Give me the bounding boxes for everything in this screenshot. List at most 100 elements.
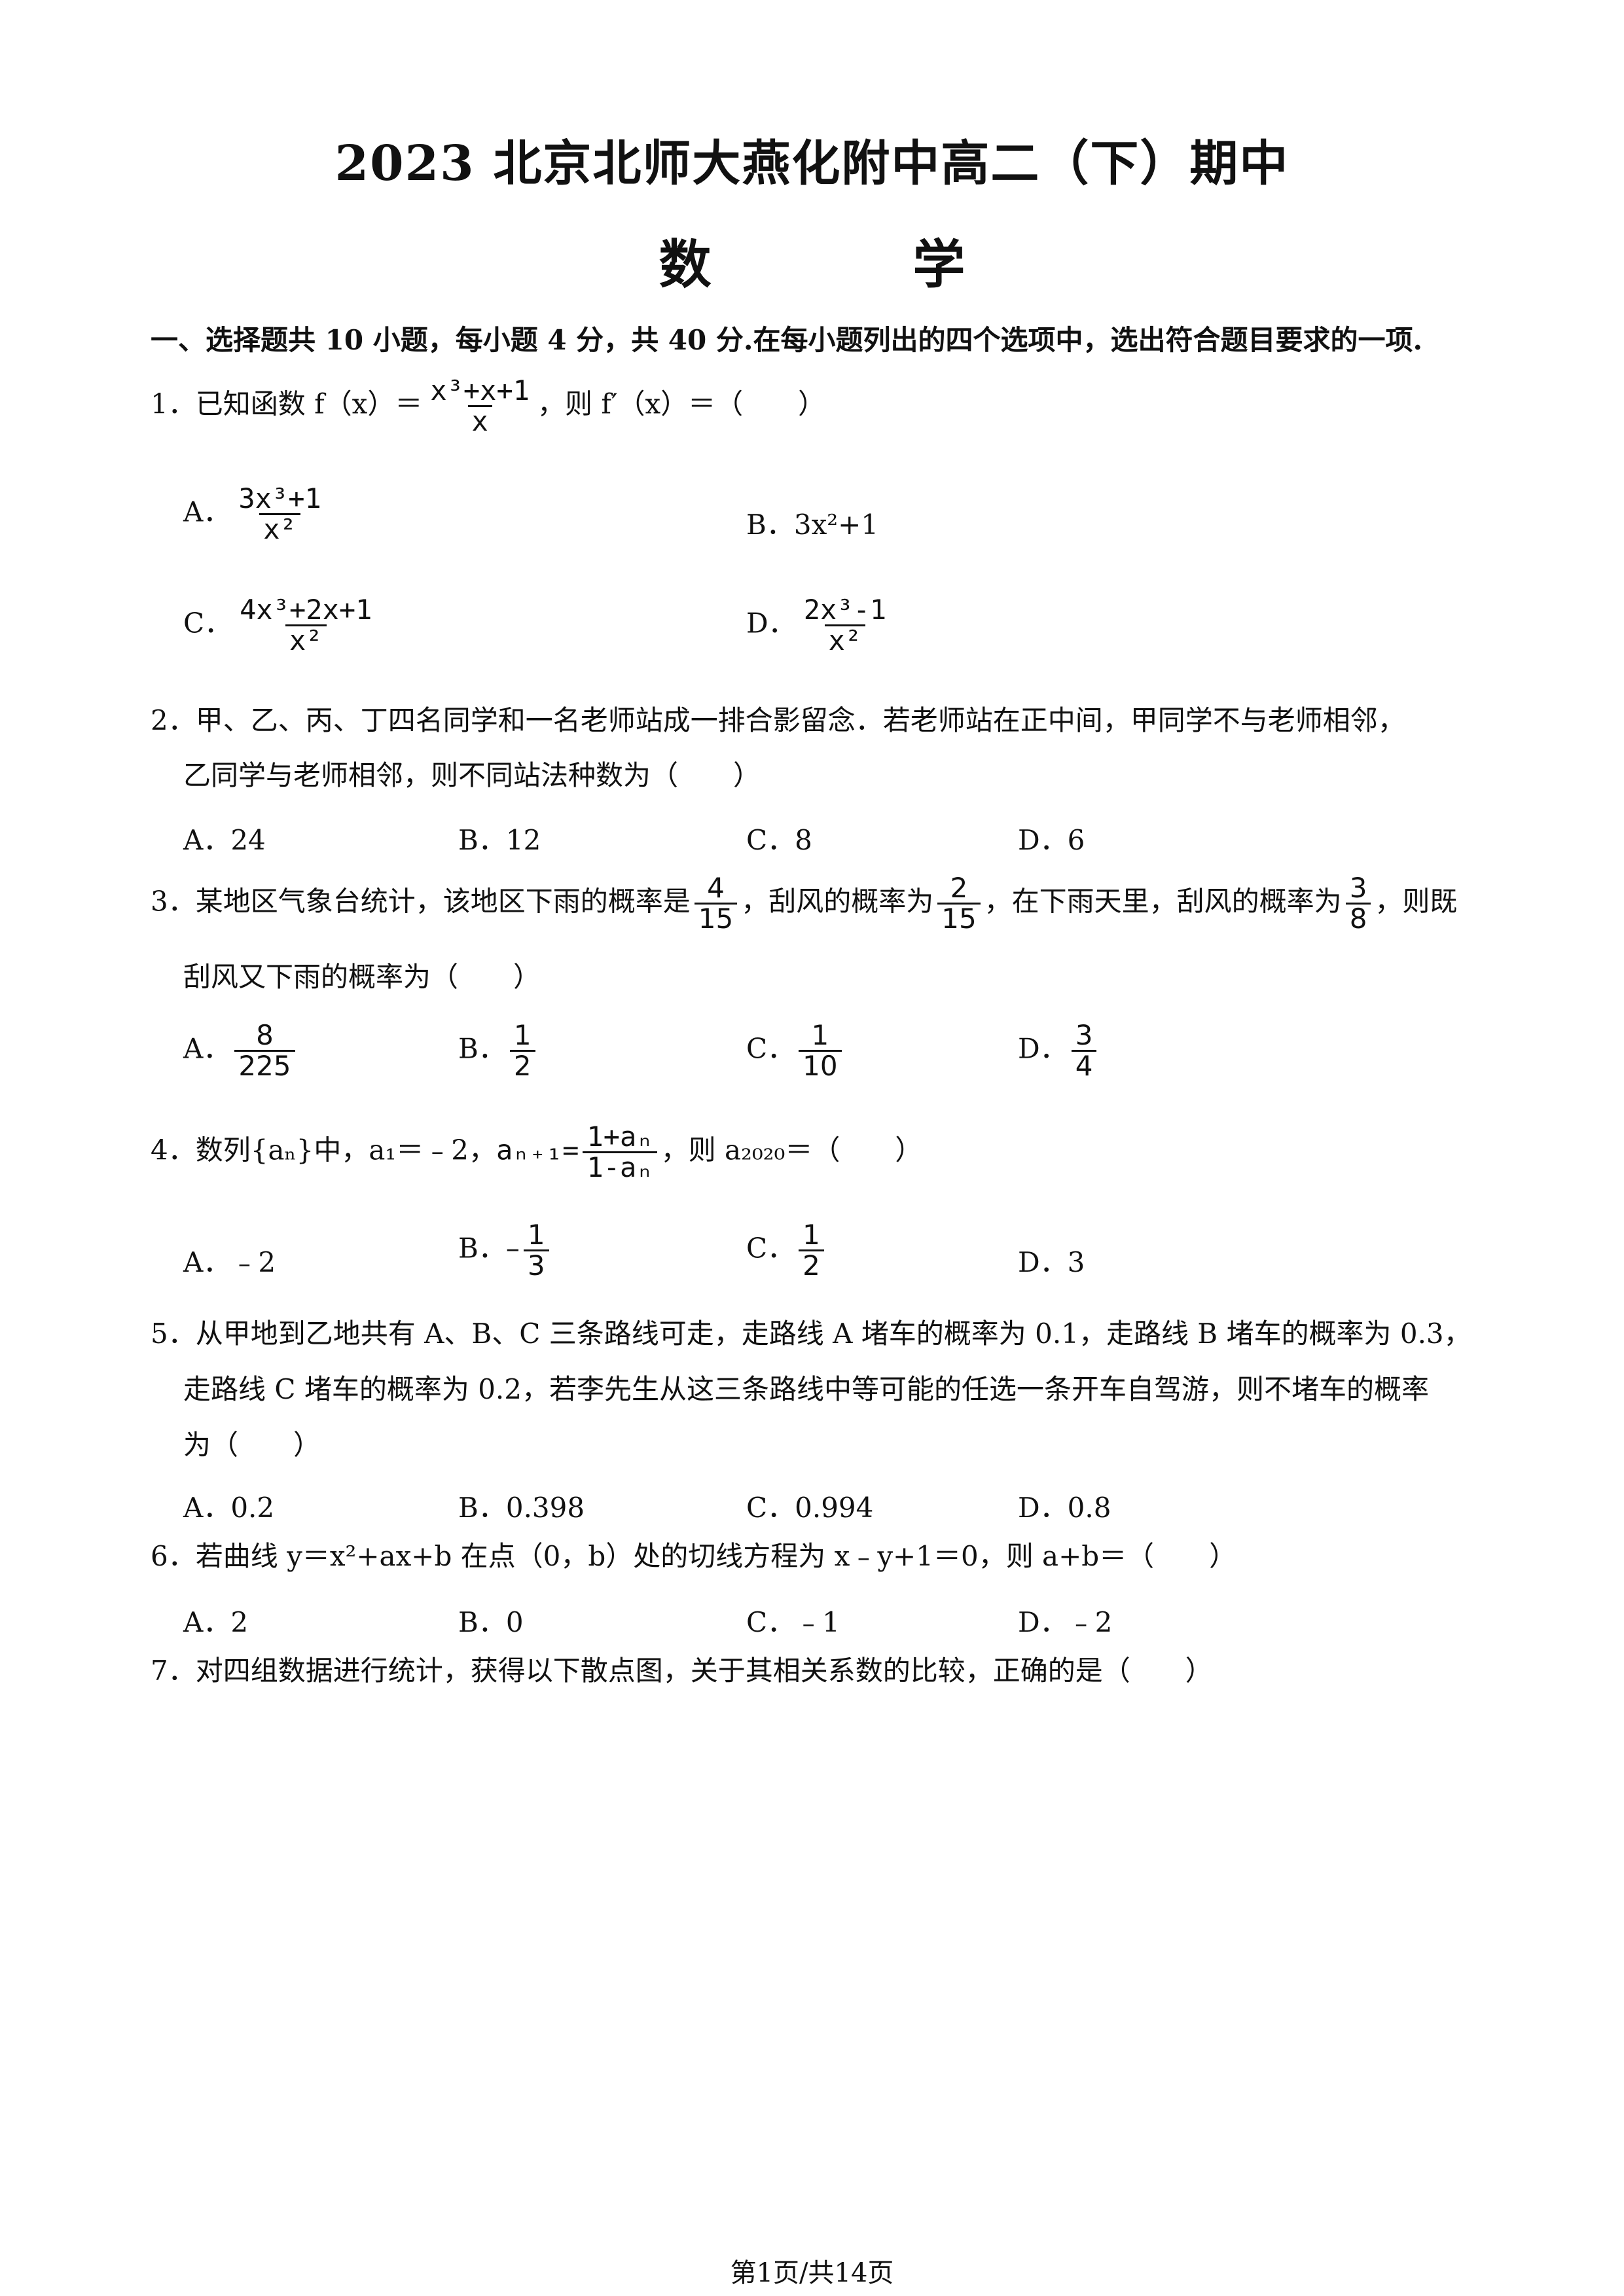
fraction-numerator: 3 — [1349, 872, 1367, 904]
question-5-line-3: 为（ ） — [183, 1429, 321, 1461]
fraction-denominator: x² — [824, 624, 866, 655]
option-label: D． — [1018, 1032, 1068, 1065]
question-number: 2． — [151, 704, 196, 736]
question-text: 对四组数据进行统计，获得以下散点图，关于其相关系数的比较，正确的是（ ） — [195, 1655, 1213, 1687]
option-label: C． — [183, 607, 232, 639]
fraction-numerator: 8 — [256, 1019, 274, 1051]
fraction-denominator: x² — [285, 624, 327, 655]
question-5: 5．从甲地到乙地共有 A、B、C 三条路线可走，走路线 A 堵车的概率为 0.1… — [151, 1318, 1471, 1350]
fraction-denominator: 225 — [234, 1050, 295, 1081]
question-3-line-2: 刮风又下雨的概率为（ ） — [183, 961, 541, 993]
question-text: 某地区气象台统计，该地区下雨的概率是 — [195, 885, 691, 918]
question-7: 7．对四组数据进行统计，获得以下散点图，关于其相关系数的比较，正确的是（ ） — [151, 1655, 1213, 1687]
option-d[interactable]: D．6 — [1018, 824, 1085, 856]
option-label: C． — [746, 1032, 795, 1065]
question-number: 4． — [151, 1134, 196, 1166]
fraction-denominator: 1-aₙ — [583, 1151, 657, 1182]
option-a[interactable]: A．﹣2 — [183, 1246, 276, 1278]
question-line: 从甲地到乙地共有 A、B、C 三条路线可走，走路线 A 堵车的概率为 0.1，走… — [195, 1318, 1471, 1350]
question-number: 6． — [151, 1540, 196, 1572]
fraction-denominator: 8 — [1345, 903, 1371, 933]
option-b[interactable]: B．12 — [458, 824, 541, 856]
question-text: 数列{aₙ}中，a₁＝﹣2， — [195, 1134, 496, 1166]
question-text: ，则既 — [1375, 885, 1458, 918]
exam-title: 2023 北京北师大燕化附中高二（下）期中 — [334, 135, 1290, 192]
option-a[interactable]: A．0.2 — [183, 1492, 275, 1524]
option-b[interactable]: B．0.398 — [458, 1492, 585, 1524]
fraction-denominator: x — [467, 405, 492, 436]
question-5-line-2: 走路线 C 堵车的概率为 0.2，若李先生从这三条路线中等可能的任选一条开车自驾… — [183, 1373, 1429, 1405]
section-heading: 一、选择题共 10 小题，每小题 4 分，共 40 分.在每小题列出的四个选项中… — [151, 324, 1423, 356]
question-number: 7． — [151, 1655, 196, 1687]
option-label: B． — [458, 1232, 506, 1265]
fraction-denominator: 3 — [523, 1249, 549, 1280]
fraction-numerator: 1 — [803, 1219, 820, 1251]
option-d[interactable]: D．﹣2 — [1018, 1606, 1113, 1638]
fraction-denominator: x² — [259, 513, 300, 544]
question-text: ，则 a₂₀₂₀＝（ ） — [660, 1134, 923, 1166]
question-stem-end: ，则 f′（x）＝（ ） — [537, 387, 826, 420]
option-d[interactable]: D．0.8 — [1018, 1492, 1111, 1524]
option-b[interactable]: B．0 — [458, 1606, 524, 1638]
option-label: A． — [183, 495, 231, 528]
fraction-numerator: 3 — [1075, 1019, 1093, 1051]
fraction-denominator: 2 — [799, 1249, 824, 1280]
question-2: 2．甲、乙、丙、丁四名同学和一名老师站成一排合影留念．若老师站在正中间，甲同学不… — [151, 704, 1405, 736]
fraction-numerator: 1 — [811, 1019, 829, 1051]
question-6: 6．若曲线 y＝x²+ax+b 在点（0，b）处的切线方程为 x﹣y+1＝0，则… — [151, 1541, 1236, 1571]
minus-sign: – — [505, 1232, 520, 1265]
option-a[interactable]: A．2 — [183, 1606, 249, 1638]
fraction-numerator: 4 — [707, 872, 725, 904]
fraction-numerator: x³+x+1 — [430, 374, 530, 406]
question-text: 若曲线 y＝x²+ax+b 在点（0，b）处的切线方程为 x﹣y+1＝0，则 a… — [195, 1540, 1237, 1572]
fraction-numerator: 3x³+1 — [238, 482, 321, 514]
fraction-denominator: 15 — [694, 903, 738, 933]
page-footer: 第1页/共14页 — [730, 2258, 894, 2288]
question-number: 5． — [151, 1318, 196, 1350]
equals-sign: = — [562, 1134, 579, 1166]
option-label: B． — [746, 509, 794, 541]
fraction-denominator: 4 — [1071, 1050, 1097, 1081]
option-c[interactable]: C．0.994 — [746, 1492, 874, 1524]
option-b[interactable]: B．3x²+1 — [746, 503, 878, 543]
question-number: 1． — [151, 387, 196, 420]
option-c[interactable]: C．8 — [746, 824, 812, 856]
fraction-denominator: 15 — [937, 903, 981, 933]
fraction-numerator: 2x³-1 — [803, 594, 887, 626]
option-label: A． — [183, 1032, 231, 1065]
question-2-line-2: 乙同学与老师相邻，则不同站法种数为（ ） — [183, 759, 761, 791]
option-label: C． — [746, 1232, 795, 1265]
option-a[interactable]: A．24 — [183, 824, 266, 856]
question-text: ，刮风的概率为 — [741, 885, 934, 918]
option-d[interactable]: D．3 — [1018, 1246, 1085, 1278]
option-text: 3x²+1 — [793, 509, 879, 541]
question-line: 甲、乙、丙、丁四名同学和一名老师站成一排合影留念．若老师站在正中间，甲同学不与老… — [195, 704, 1405, 736]
question-number: 3． — [151, 885, 196, 918]
subject-title: 数 学 — [659, 234, 1057, 295]
option-c[interactable]: C．﹣1 — [746, 1606, 840, 1638]
